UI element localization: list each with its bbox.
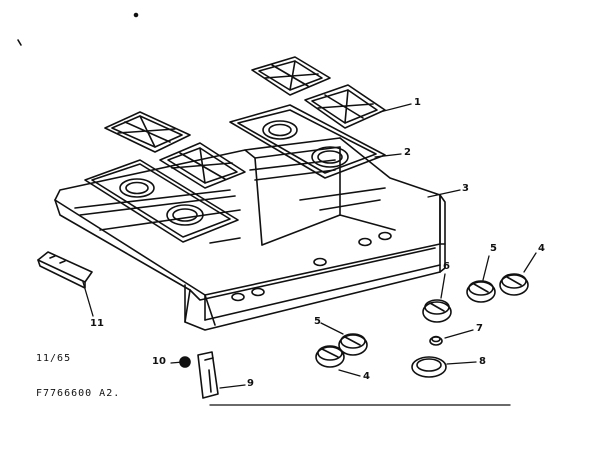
knob-left-4 xyxy=(315,345,345,368)
knob-insert-7 xyxy=(429,335,443,346)
callout-4b-label: 4 xyxy=(363,371,370,382)
knob-left-5 xyxy=(338,333,368,356)
grate-front-left xyxy=(159,142,246,189)
callout-5-label: 5 xyxy=(490,243,497,254)
knob-6 xyxy=(422,299,452,323)
callout-6-label: 6 xyxy=(443,261,450,272)
left-burner-pan xyxy=(84,159,239,243)
callout-11-label: 11 xyxy=(90,318,104,329)
spark-electrode-9 xyxy=(197,351,219,399)
knob-5 xyxy=(466,280,496,303)
leader-lines xyxy=(82,103,537,406)
callout-1-label: 1 xyxy=(414,97,421,108)
callout-10-label: 10 xyxy=(152,356,166,367)
callout-5b-label: 5 xyxy=(314,316,321,327)
grate-back-left xyxy=(104,111,191,153)
cooktop-frame xyxy=(54,137,446,331)
scan-dot xyxy=(133,12,139,18)
callout-7-label: 7 xyxy=(476,323,483,334)
grate-back-right xyxy=(251,56,331,96)
valve-bracket xyxy=(37,251,93,289)
grate-front-right xyxy=(304,84,386,129)
callout-8-label: 8 xyxy=(479,356,486,367)
callout-2-label: 2 xyxy=(404,147,411,158)
diagram-date: 11/65 xyxy=(36,353,72,364)
callout-4-label: 4 xyxy=(538,243,545,254)
right-burner-pan xyxy=(229,104,386,179)
bezel-8 xyxy=(411,356,447,378)
knob-4 xyxy=(499,273,529,296)
callout-9-label: 9 xyxy=(247,378,254,389)
diagram-part-number: F7766600 A2. xyxy=(36,388,121,399)
scan-mark xyxy=(17,39,22,46)
callout-3-label: 3 xyxy=(462,183,469,194)
